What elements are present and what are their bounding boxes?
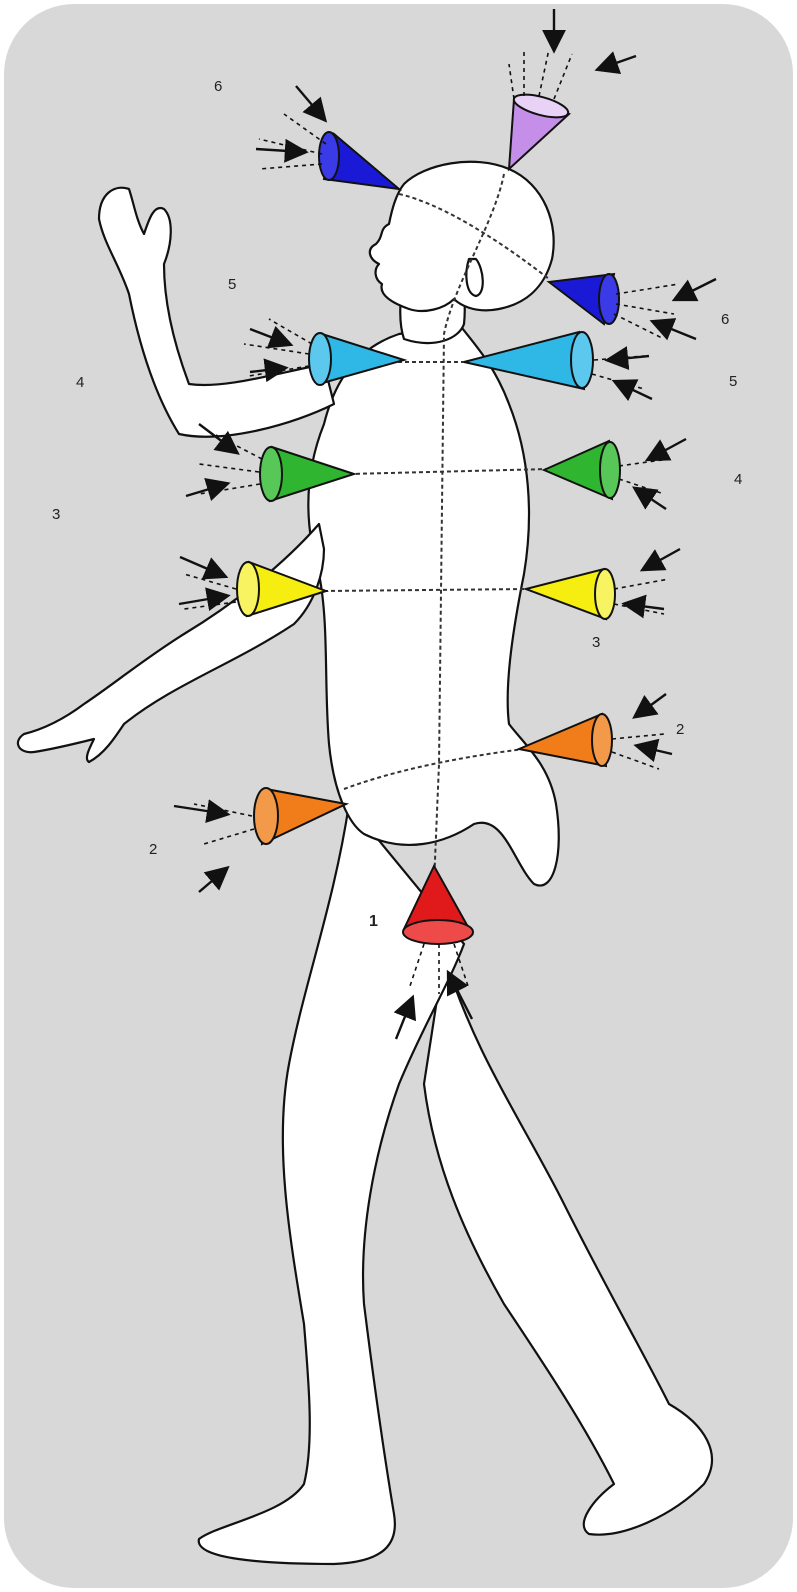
label-back-5: 5 xyxy=(729,373,737,390)
label-back-3: 3 xyxy=(592,634,600,651)
arrow-6-front-1 xyxy=(296,86,324,119)
arrow-crown-2 xyxy=(599,56,636,69)
arrow-3-front-2 xyxy=(179,596,226,604)
human-figure xyxy=(18,162,712,1564)
label-back-6: 6 xyxy=(721,311,729,328)
label-front-6: 6 xyxy=(214,78,222,95)
arrow-6-front-2 xyxy=(256,149,304,152)
arrow-2-front-2 xyxy=(199,869,226,892)
arrow-2-back-2 xyxy=(638,746,672,754)
label-front-3: 3 xyxy=(52,506,60,523)
head xyxy=(370,162,554,311)
raised-arm xyxy=(99,188,334,437)
label-front-4: 4 xyxy=(76,374,84,391)
arrow-3-back-1 xyxy=(644,549,680,569)
arrow-2-front-1 xyxy=(174,806,226,814)
label-back-4: 4 xyxy=(734,471,742,488)
arrow-5-front-1 xyxy=(250,329,289,344)
arrow-4-back-1 xyxy=(649,439,686,459)
back-leg xyxy=(424,954,712,1535)
arrow-4-back-2 xyxy=(636,489,666,509)
arrow-6-back-1 xyxy=(676,279,716,299)
arrow-2-back-1 xyxy=(636,694,666,716)
diagram-background: 6 5 4 3 2 1 6 5 4 3 2 xyxy=(4,4,793,1588)
label-front-1: 1 xyxy=(369,913,378,930)
lowered-arm xyxy=(18,524,324,762)
arrow-3-front-1 xyxy=(180,557,224,576)
label-front-2: 2 xyxy=(149,841,157,858)
label-back-2: 2 xyxy=(676,721,684,738)
chakra-body-diagram: 6 5 4 3 2 1 6 5 4 3 2 xyxy=(4,4,793,1588)
arrow-5-front-2 xyxy=(250,368,284,372)
label-front-5: 5 xyxy=(228,276,236,293)
arrow-5-back-2 xyxy=(616,382,652,399)
torso xyxy=(308,324,558,886)
